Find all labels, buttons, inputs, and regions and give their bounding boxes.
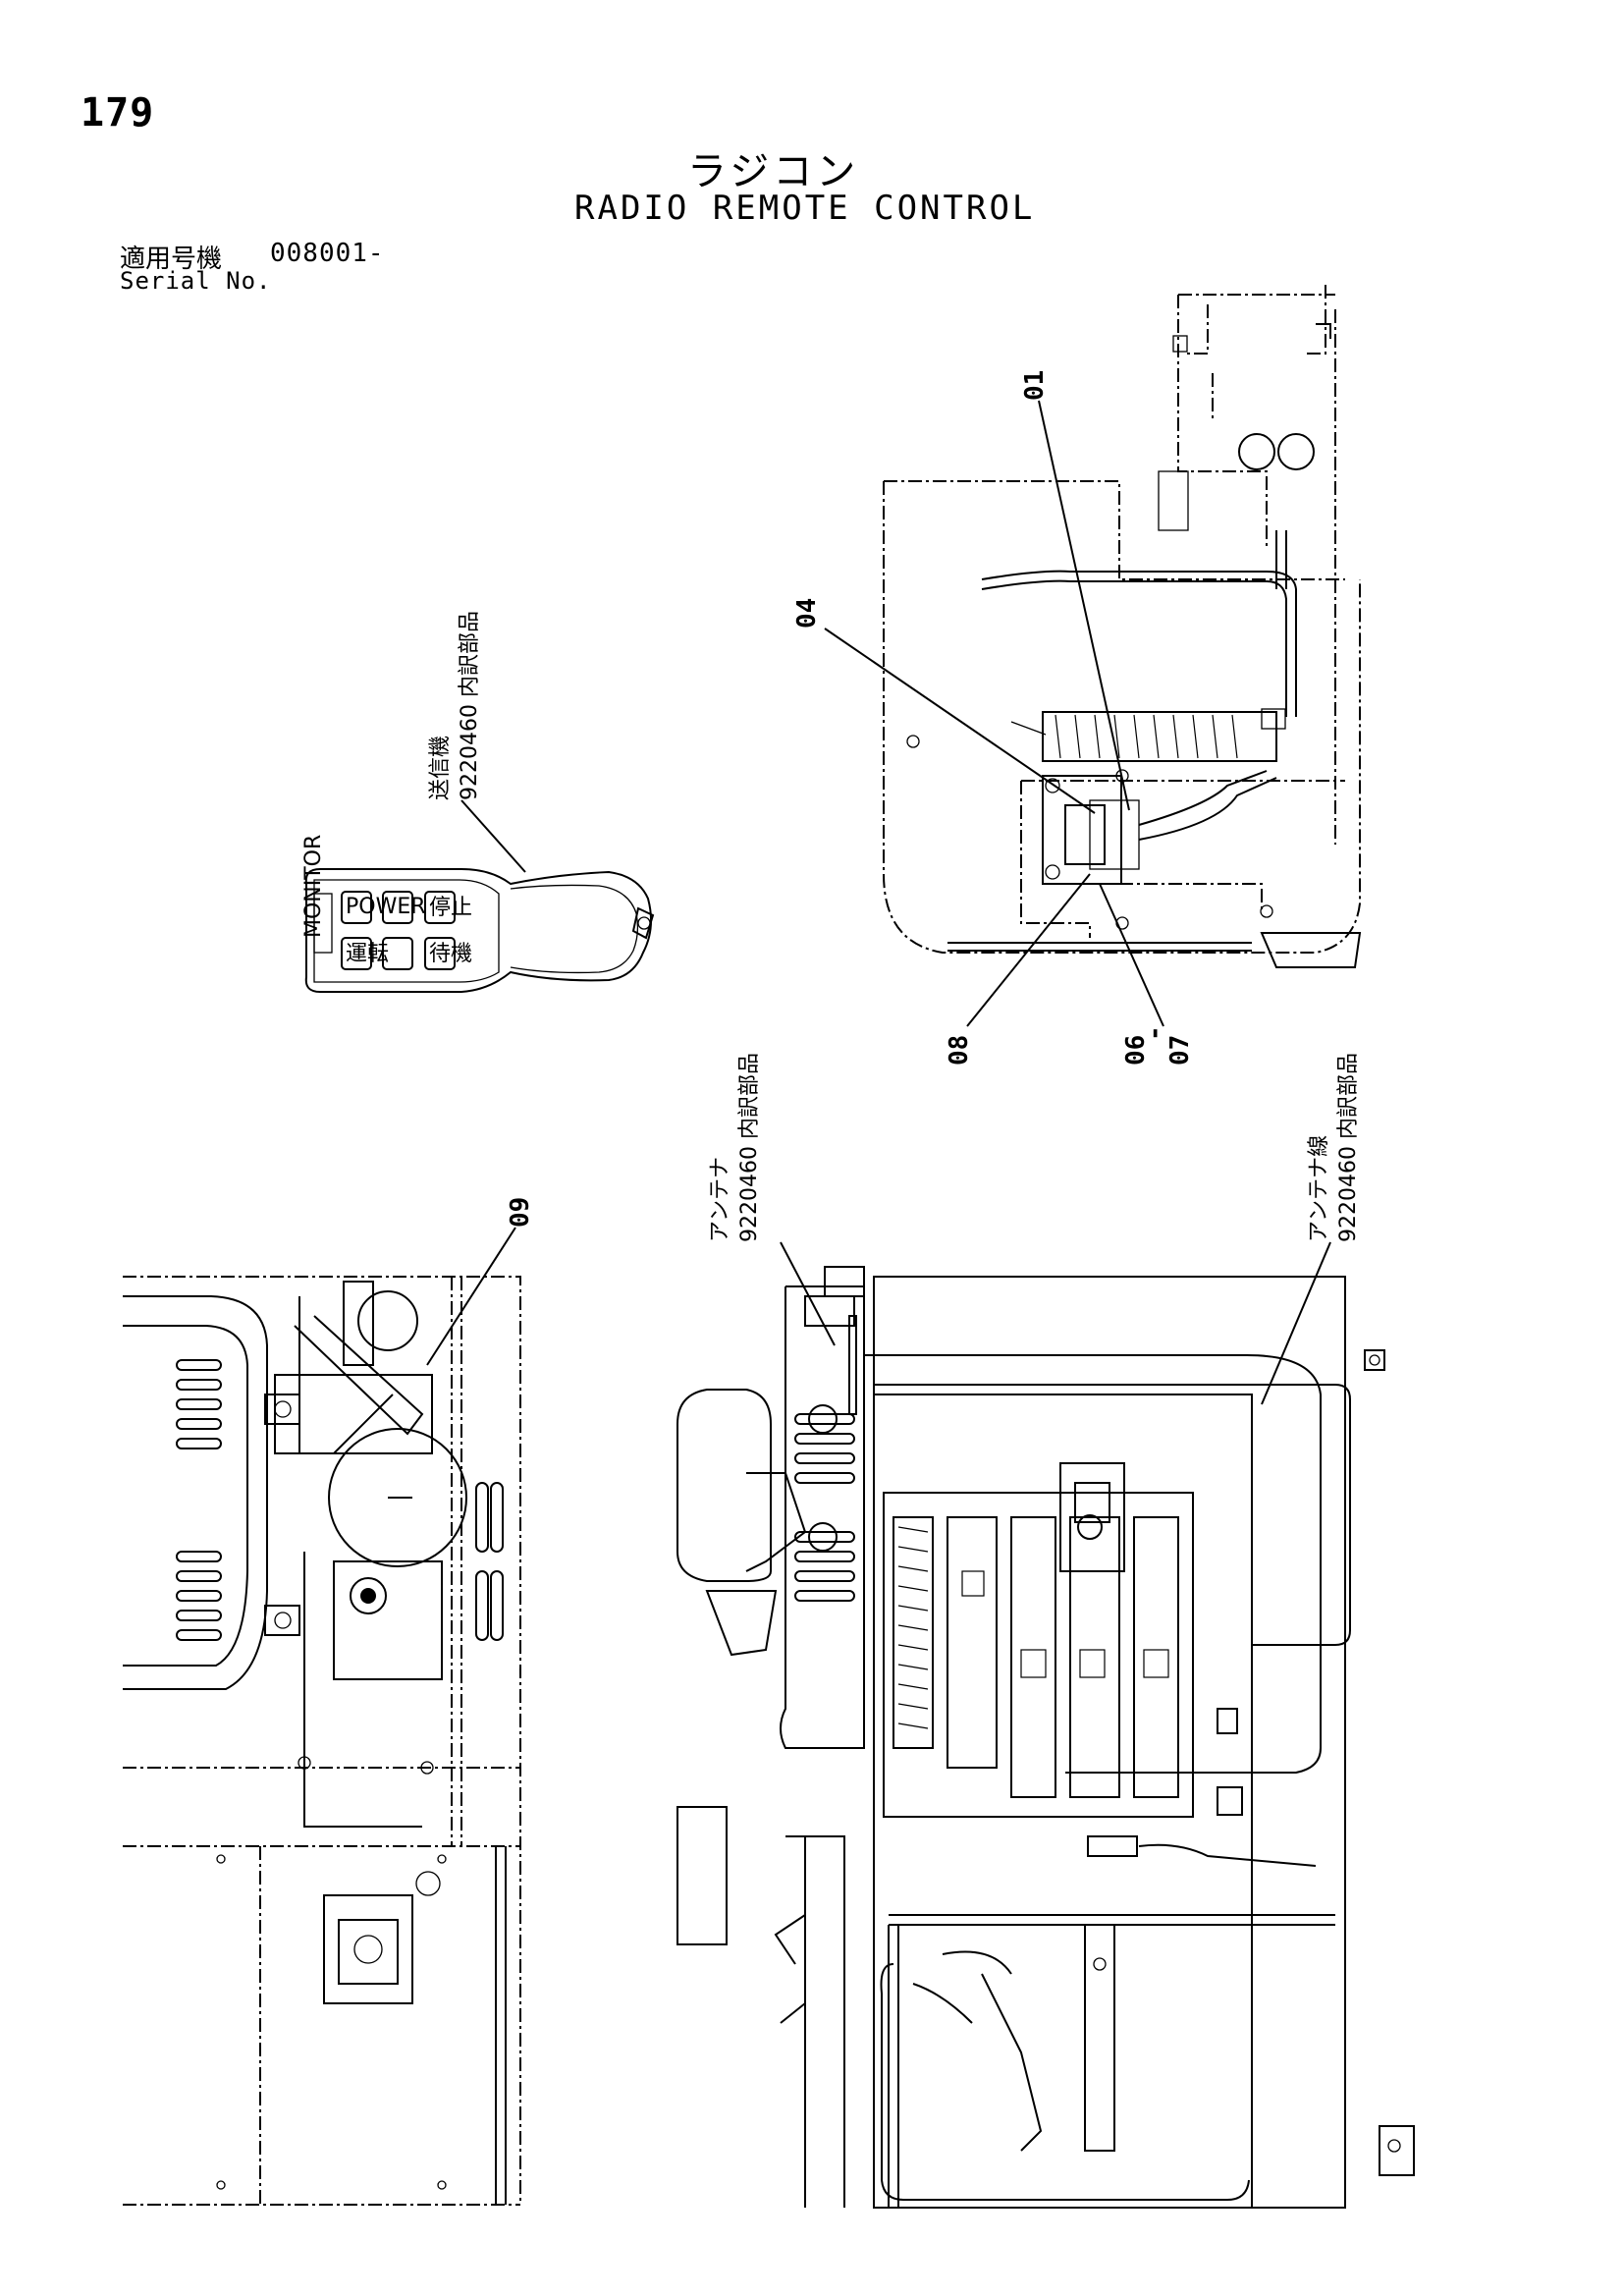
page-number: 179 <box>81 90 155 136</box>
page-title-ja: ラジコン <box>687 149 860 194</box>
antenna-notes: アンテナ 9220460 内訳部品 アンテナ線 9220460 内訳部品 <box>708 1053 1361 1405</box>
remote-standby-label: 待機 <box>429 942 472 966</box>
remote-power-label: POWER <box>346 895 426 919</box>
remote-run-label: 運転 <box>346 942 389 966</box>
callout-07: 07 <box>1165 1035 1195 1066</box>
callout-leaders-top <box>824 400 1164 1027</box>
remote-stop-label: 停止 <box>429 896 472 920</box>
antenna-cable-part: 9220460 内訳部品 <box>1336 1053 1361 1242</box>
callout-09: 09 <box>506 1197 535 1228</box>
callout-04: 04 <box>792 598 822 629</box>
bottom-left-view <box>123 1276 521 2206</box>
serial-label-ja: 適用号機 <box>120 245 223 274</box>
callout-06-dash: - <box>1140 1025 1169 1041</box>
serial-label-en: Serial No. <box>120 267 272 295</box>
bottom-right-view <box>676 1266 1415 2209</box>
transmitter-note: 送信機 9220460 内訳部品 <box>428 611 482 800</box>
transmitter-remote-drawing: POWER 停止 運転 待機 MONITOR <box>301 799 655 993</box>
callout-01: 01 <box>1020 370 1050 401</box>
callout-06: 06 <box>1121 1035 1151 1066</box>
antenna-cable-name: アンテナ線 <box>1307 1135 1331 1242</box>
page-title-en: RADIO REMOTE CONTROL <box>574 189 1036 228</box>
transmitter-part: 9220460 内訳部品 <box>458 611 482 800</box>
callout-08: 08 <box>945 1035 974 1066</box>
antenna-part: 9220460 内訳部品 <box>737 1053 762 1242</box>
antenna-name: アンテナ <box>708 1157 732 1242</box>
remote-monitor-label: MONITOR <box>301 835 326 938</box>
serial-number: 008001- <box>270 239 385 268</box>
top-right-view <box>883 285 1362 968</box>
transmitter-name: 送信機 <box>428 736 453 800</box>
